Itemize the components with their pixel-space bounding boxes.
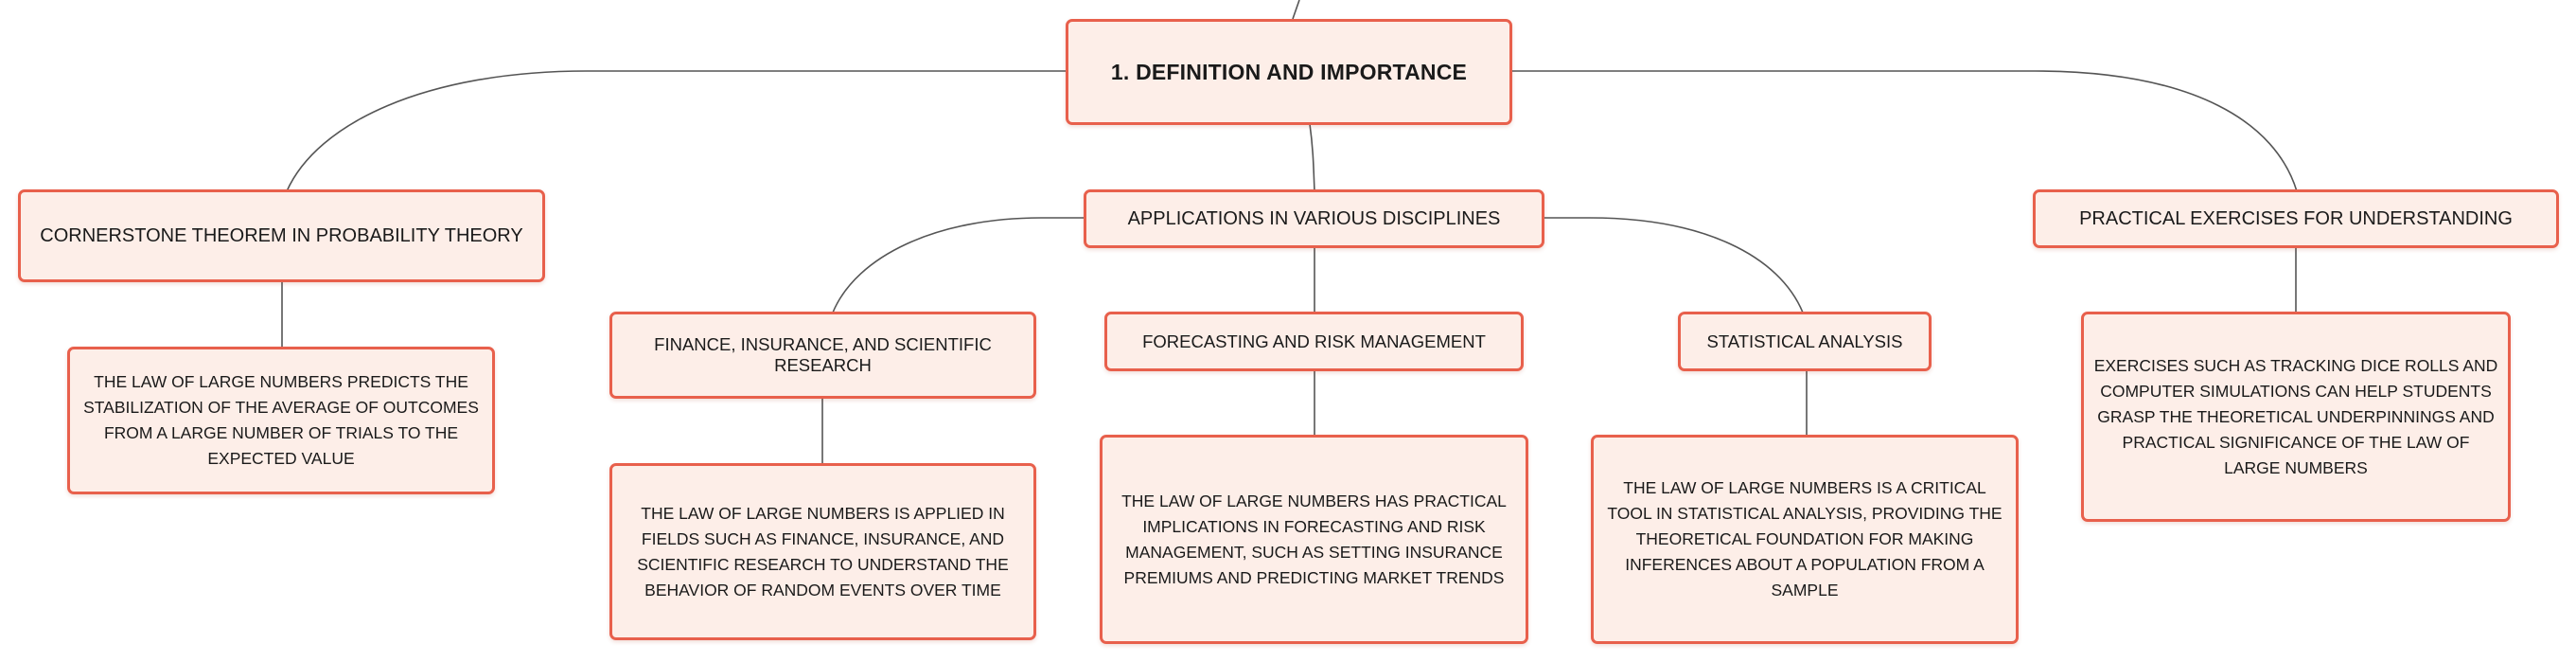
subtopic-node-label: STATISTICAL ANALYSIS xyxy=(1706,331,1903,351)
topic-node-label: CORNERSTONE THEOREM IN PROBABILITY THEOR… xyxy=(40,224,523,246)
subtopic-node-finance[interactable]: FINANCE, INSURANCE, AND SCIENTIFIC RESEA… xyxy=(609,312,1036,399)
detail-node-exercises[interactable]: EXERCISES SUCH AS TRACKING DICE ROLLS AN… xyxy=(2081,312,2511,522)
root-node-label: 1. DEFINITION AND IMPORTANCE xyxy=(1110,59,1468,84)
detail-node-finance[interactable]: THE LAW OF LARGE NUMBERS IS APPLIED IN F… xyxy=(609,463,1036,640)
topic-node-label: PRACTICAL EXERCISES FOR UNDERSTANDING xyxy=(2079,207,2513,229)
detail-node-text: THE LAW OF LARGE NUMBERS HAS PRACTICAL I… xyxy=(1121,491,1507,587)
connector-applications-to-finance xyxy=(832,217,1085,313)
topic-node-exercises[interactable]: PRACTICAL EXERCISES FOR UNDERSTANDING xyxy=(2033,189,2559,248)
detail-node-forecasting[interactable]: THE LAW OF LARGE NUMBERS HAS PRACTICAL I… xyxy=(1100,435,1528,644)
detail-node-statistical[interactable]: THE LAW OF LARGE NUMBERS IS A CRITICAL T… xyxy=(1591,435,2019,644)
detail-node-cornerstone[interactable]: THE LAW OF LARGE NUMBERS PREDICTS THE ST… xyxy=(67,347,495,494)
detail-node-text: THE LAW OF LARGE NUMBERS IS A CRITICAL T… xyxy=(1607,478,2003,599)
root-node[interactable]: 1. DEFINITION AND IMPORTANCE xyxy=(1066,19,1512,125)
detail-node-text: THE LAW OF LARGE NUMBERS PREDICTS THE ST… xyxy=(83,372,479,468)
subtopic-node-statistical[interactable]: STATISTICAL ANALYSIS xyxy=(1678,312,1932,371)
connector-parent-to-root xyxy=(1292,0,1300,20)
topic-node-applications[interactable]: APPLICATIONS IN VARIOUS DISCIPLINES xyxy=(1084,189,1544,248)
subtopic-node-label: FORECASTING AND RISK MANAGEMENT xyxy=(1142,331,1486,351)
subtopic-node-label: FINANCE, INSURANCE, AND SCIENTIFIC RESEA… xyxy=(654,334,992,375)
topic-node-cornerstone[interactable]: CORNERSTONE THEOREM IN PROBABILITY THEOR… xyxy=(18,189,545,282)
connector-applications-to-statistical xyxy=(1543,217,1804,313)
topic-node-label: APPLICATIONS IN VARIOUS DISCIPLINES xyxy=(1127,207,1501,229)
connector-root-to-cornerstone xyxy=(286,70,1067,192)
detail-node-text: THE LAW OF LARGE NUMBERS IS APPLIED IN F… xyxy=(637,503,1009,599)
connector-root-to-applications xyxy=(1309,123,1315,192)
detail-node-text: EXERCISES SUCH AS TRACKING DICE ROLLS AN… xyxy=(2093,355,2498,477)
subtopic-node-forecasting[interactable]: FORECASTING AND RISK MANAGEMENT xyxy=(1104,312,1524,371)
connector-root-to-exercises xyxy=(1510,70,2298,192)
